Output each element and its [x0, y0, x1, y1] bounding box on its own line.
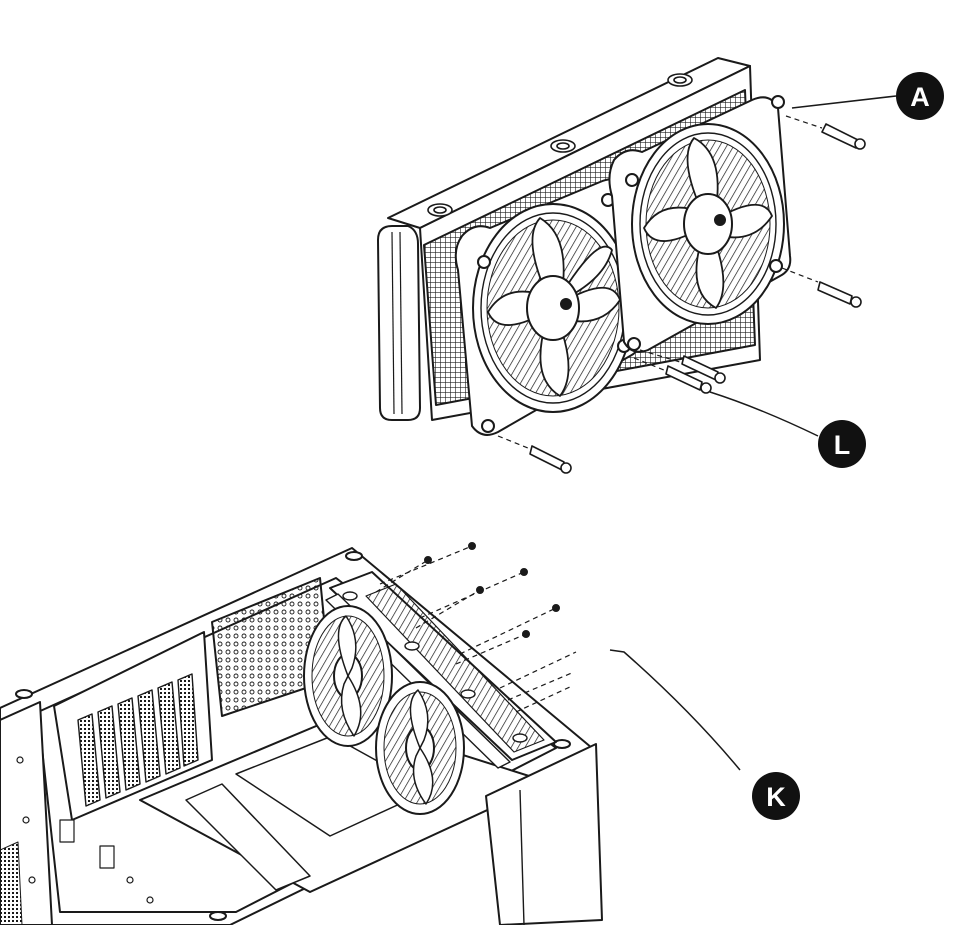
- radiator-end-tank: [377, 225, 421, 421]
- screws-k: [375, 542, 577, 713]
- installed-radiator: [303, 571, 557, 815]
- screws-l: [497, 115, 866, 474]
- radiator-screw-holes: [427, 73, 693, 217]
- fan-1-hub: [526, 275, 580, 341]
- installed-fan-2: [375, 681, 465, 815]
- callout-l: L: [709, 391, 866, 468]
- callout-l-label: L: [834, 430, 851, 460]
- fan-1: [454, 178, 642, 436]
- callout-a-label: A: [910, 82, 930, 112]
- callout-a: A: [791, 72, 944, 120]
- callout-k: K: [609, 649, 800, 820]
- callout-k-label: K: [766, 782, 786, 812]
- radiator-fan-assembly: [377, 57, 866, 474]
- pci-slots: [77, 673, 199, 807]
- fan-2-hub: [683, 193, 733, 255]
- installed-fan-1: [303, 605, 393, 747]
- fan-2: [608, 95, 792, 353]
- case-front-panel: [485, 743, 603, 925]
